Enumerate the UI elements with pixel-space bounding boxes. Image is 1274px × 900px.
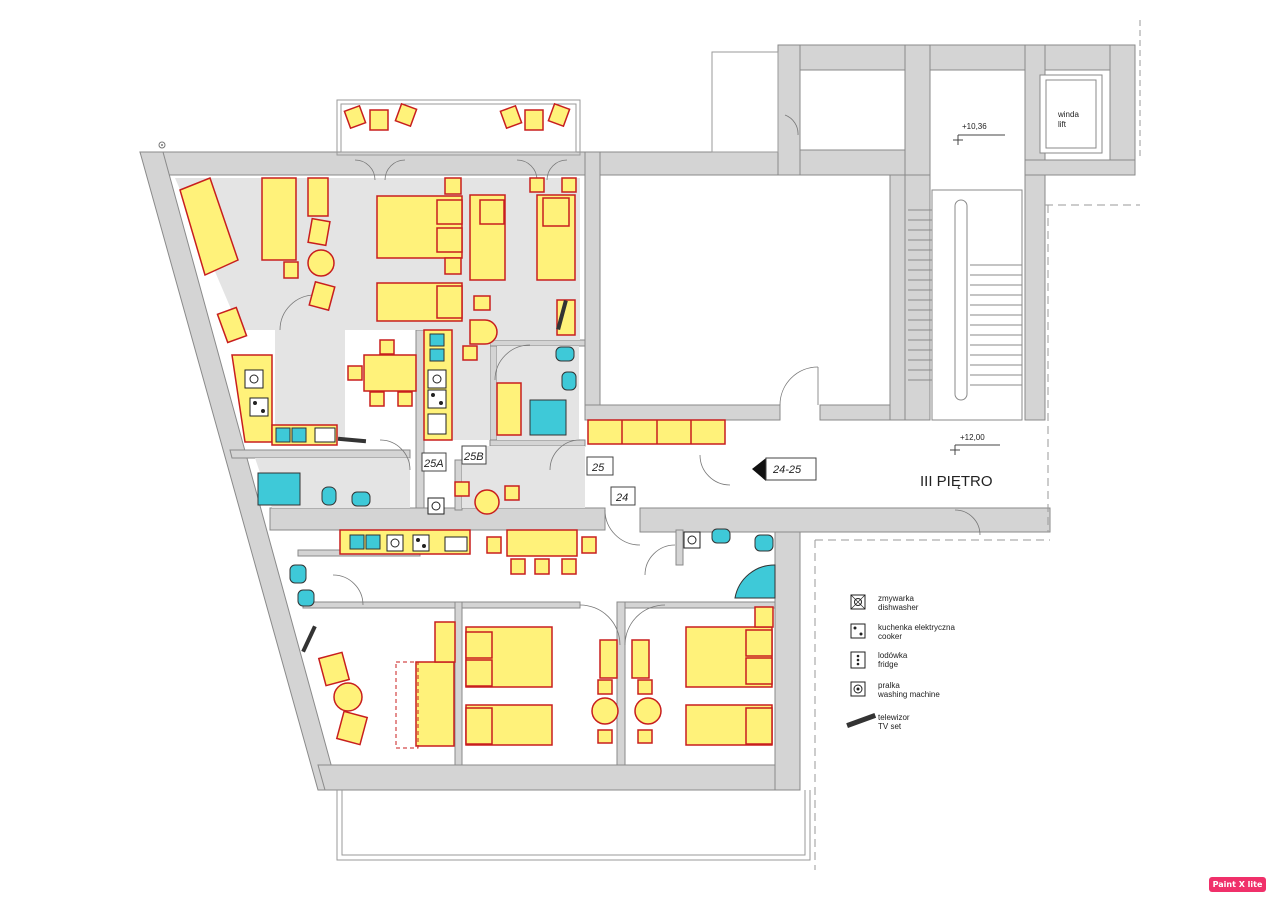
legend: zmywarka dishwasher kuchenka elektryczna… — [846, 594, 955, 731]
level-markers: +10,36 +12,00 — [950, 122, 1005, 455]
sanitary-fixtures — [257, 333, 776, 607]
balconies — [336, 20, 1141, 870]
level-marker-1: +10,36 — [962, 122, 987, 131]
legend-tv-pl: telewizor — [878, 713, 910, 722]
doors — [279, 114, 981, 646]
watermark-badge: Paint X lite — [1209, 877, 1266, 892]
elevator-label-en: lift — [1058, 120, 1067, 129]
appliances — [244, 369, 701, 552]
elevator-shaft: winda lift — [1039, 74, 1103, 154]
survey-marker-icon — [158, 141, 166, 149]
legend-dishwasher-en: dishwasher — [878, 603, 919, 612]
room-tag-25b: 25B — [463, 451, 484, 463]
legend-item-tv: telewizor TV set — [846, 712, 910, 731]
legend-cooker-pl: kuchenka elektryczna — [878, 623, 955, 632]
room-tags: 25A 25B 25 24 24-25 — [421, 445, 817, 506]
tv-icon — [846, 712, 877, 728]
legend-fridge-en: fridge — [878, 660, 899, 669]
dishwasher-icon — [850, 594, 866, 610]
exterior-walls — [139, 44, 1136, 791]
extra-bed-outline — [395, 661, 419, 749]
room-tag-25: 25 — [591, 462, 605, 474]
legend-washing-machine-en: washing machine — [877, 690, 940, 699]
elevator-label-pl: winda — [1057, 110, 1079, 119]
legend-washing-machine-pl: pralka — [878, 681, 900, 690]
legend-item-washing-machine: pralka washing machine — [850, 681, 940, 699]
room-tag-25a: 25A — [423, 458, 444, 470]
fridge-icon — [850, 651, 866, 669]
legend-dishwasher-pl: zmywarka — [878, 594, 915, 603]
legend-item-fridge: lodówka fridge — [850, 651, 908, 669]
legend-cooker-en: cooker — [878, 632, 902, 641]
room-tag-24-25: 24-25 — [772, 464, 802, 476]
legend-tv-en: TV set — [878, 722, 902, 731]
room-tag-24: 24 — [615, 492, 628, 504]
legend-item-dishwasher: zmywarka dishwasher — [850, 594, 919, 612]
tv-sets — [301, 299, 568, 653]
floor-label: III PIĘTRO — [920, 473, 993, 490]
washing-machine-icon — [850, 681, 866, 697]
level-marker-2: +12,00 — [960, 433, 985, 442]
cooker-icon — [850, 623, 866, 639]
staircase — [908, 189, 1023, 421]
legend-item-cooker: kuchenka elektryczna cooker — [850, 623, 955, 641]
legend-fridge-pl: lodówka — [878, 651, 908, 660]
